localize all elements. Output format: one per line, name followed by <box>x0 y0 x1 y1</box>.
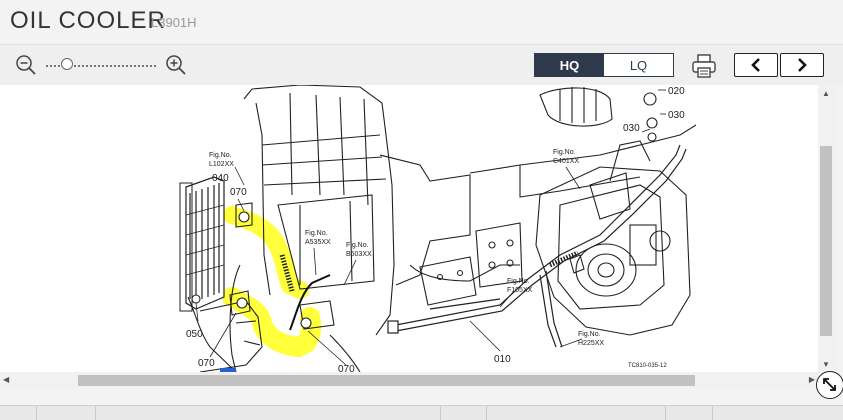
printer-icon[interactable] <box>690 52 718 80</box>
parts-diagram: 020 030 030 040 070 050 070 070 010 Fig.… <box>179 85 697 372</box>
pipe-spring-guard <box>549 250 579 268</box>
callout-020[interactable]: 020 <box>668 86 685 97</box>
bottom-bar-divider <box>36 406 37 420</box>
leader-lines <box>195 89 666 366</box>
bottom-bar-divider <box>712 406 713 420</box>
image-quality-toggle: HQ LQ <box>534 53 674 77</box>
callout-040[interactable]: 040 <box>212 173 229 184</box>
bracket-plates <box>229 202 523 330</box>
bottom-bar-divider <box>486 406 487 420</box>
figref-h225-code[interactable]: H225XX <box>578 340 604 347</box>
partial-callout-marker <box>220 368 236 372</box>
zoom-slider[interactable] <box>46 58 156 70</box>
hose-fittings[interactable] <box>191 92 658 329</box>
return-hose-line <box>289 274 331 331</box>
scroll-up-arrow-icon[interactable]: ▲ <box>822 89 830 98</box>
zoom-in-icon[interactable] <box>165 54 187 76</box>
parts-diagram-viewport[interactable]: 020 030 030 040 070 050 070 070 010 Fig.… <box>0 85 818 372</box>
vertical-scrollbar[interactable]: ▲ ▼ <box>818 85 835 372</box>
callout-070-bottom-right[interactable]: 070 <box>338 364 355 372</box>
scroll-left-arrow-icon[interactable]: ◀ <box>3 375 10 384</box>
horizontal-scrollbar[interactable]: ◀ ▶ <box>0 372 818 389</box>
oil-cooler-core[interactable] <box>185 176 225 310</box>
bottom-bar-divider <box>665 406 666 420</box>
hq-button[interactable]: HQ <box>535 54 604 76</box>
bottom-bar-divider <box>95 406 96 420</box>
previous-page-button[interactable] <box>734 53 778 77</box>
figref-l102-code[interactable]: L102XX <box>209 161 234 168</box>
drawing-code: TC810-035-12 <box>628 363 667 369</box>
callout-070-top[interactable]: 070 <box>230 187 247 198</box>
scroll-right-arrow-icon[interactable]: ▶ <box>808 375 815 384</box>
figref-a535-label: Fig.No. <box>305 230 328 237</box>
transmission-housing <box>535 87 691 336</box>
figref-c401-label: Fig.No. <box>553 149 576 156</box>
chevron-left-icon <box>751 58 760 72</box>
callout-010[interactable]: 010 <box>494 354 511 365</box>
figref-a535-code[interactable]: A535XX <box>305 239 331 246</box>
lq-button[interactable]: LQ <box>604 54 673 76</box>
scroll-down-arrow-icon[interactable]: ▼ <box>822 360 830 369</box>
figref-h225-label: Fig.No. <box>578 331 601 338</box>
zoom-slider-track <box>46 65 156 68</box>
figref-l102-label: Fig.No. <box>209 152 232 159</box>
model-code: L3901H <box>151 15 197 30</box>
figref-b503-label: Fig.No. <box>346 242 369 249</box>
callout-030-right[interactable]: 030 <box>668 110 685 121</box>
oil-pipe[interactable] <box>387 144 687 348</box>
next-page-button[interactable] <box>780 53 824 77</box>
vertical-scroll-thumb[interactable] <box>820 146 832 336</box>
callout-030-left[interactable]: 030 <box>623 123 640 134</box>
figref-c401-code[interactable]: C401XX <box>553 158 579 165</box>
callout-070-bottom-left[interactable]: 070 <box>198 358 215 369</box>
frame-structure <box>187 85 697 372</box>
figref-f105-code[interactable]: F105XX <box>507 287 533 294</box>
bottom-bar-divider <box>440 406 441 420</box>
viewer-toolbar: HQ LQ <box>0 44 843 85</box>
hose-spring-guard <box>279 254 295 292</box>
expand-arrows-icon <box>823 378 836 391</box>
figref-b503-code[interactable]: B503XX <box>346 251 372 258</box>
figref-f105-label: Fig.No. <box>507 278 530 285</box>
zoom-slider-thumb[interactable] <box>60 58 73 70</box>
zoom-out-icon[interactable] <box>15 54 37 76</box>
chevron-right-icon <box>798 58 807 72</box>
fullscreen-button[interactable] <box>816 371 843 399</box>
horizontal-scroll-thumb[interactable] <box>78 375 695 386</box>
callout-050[interactable]: 050 <box>186 329 203 340</box>
title-bar: OIL COOLER L3901H <box>0 0 843 44</box>
bottom-bar <box>0 405 843 420</box>
page-title: OIL COOLER <box>10 7 166 34</box>
